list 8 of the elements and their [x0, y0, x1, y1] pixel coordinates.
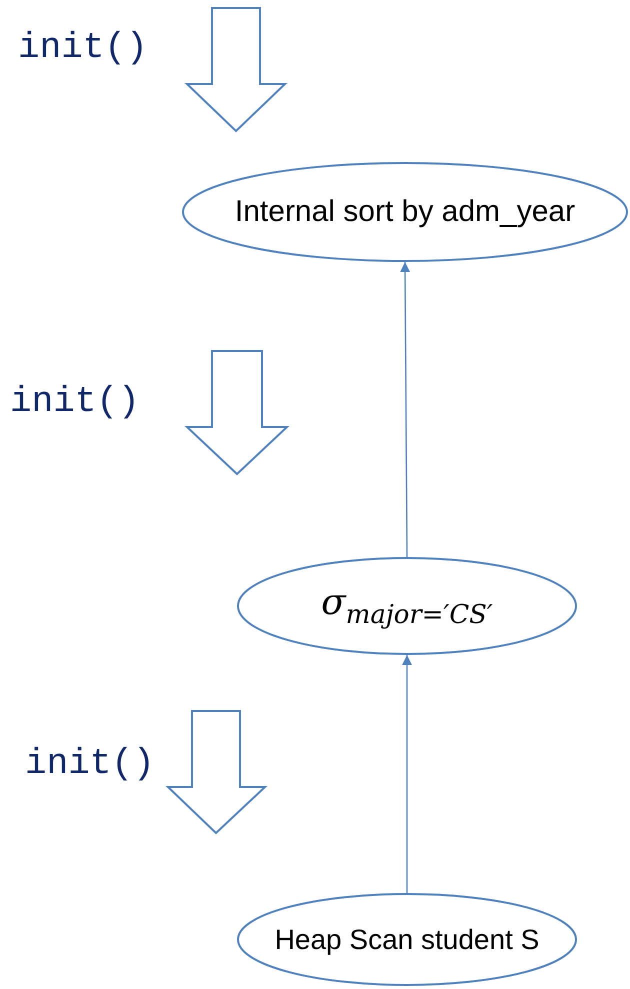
function-call-label: init()	[18, 30, 148, 66]
function-call-label: init()	[25, 746, 155, 782]
node-label: Heap Scan student S	[274, 923, 540, 957]
function-call-label: init()	[10, 384, 140, 420]
node-label: Internal sort by adm_year	[234, 194, 576, 230]
selection-formula: σ$_{major=′CS′}$	[320, 581, 494, 632]
arrow	[402, 655, 412, 893]
arrow	[400, 262, 410, 557]
